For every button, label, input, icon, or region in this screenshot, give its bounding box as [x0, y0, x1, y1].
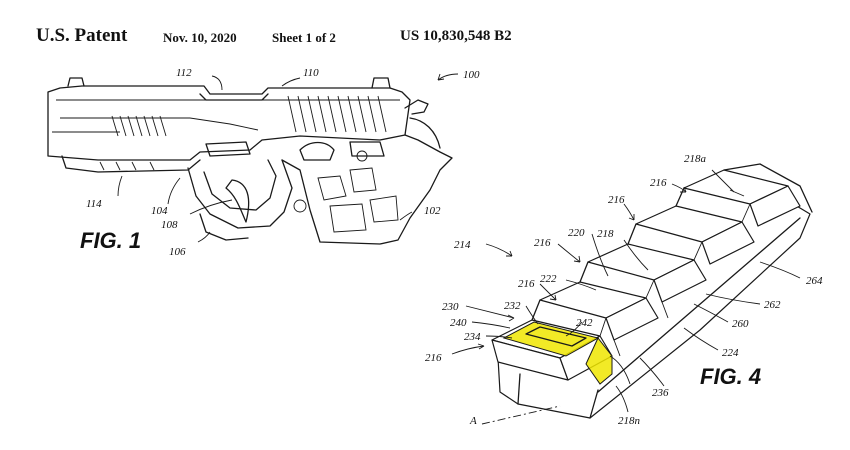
ref-218n: 218n	[618, 415, 641, 427]
ref-216-b: 216	[608, 194, 625, 206]
ref-264: 264	[806, 275, 823, 287]
ref-232: 232	[504, 300, 521, 312]
ref-230: 230	[442, 301, 459, 313]
ref-108: 108	[161, 219, 178, 231]
ref-260: 260	[732, 318, 749, 330]
fig4-label: FIG. 4	[700, 364, 761, 389]
ref-218a: 218a	[684, 153, 707, 165]
ref-220: 220	[568, 227, 585, 239]
ref-216-e: 216	[425, 352, 442, 364]
fig1-leaders	[118, 74, 458, 242]
ref-102: 102	[424, 205, 441, 217]
ref-236: 236	[652, 387, 669, 399]
ref-218: 218	[597, 228, 614, 240]
ref-112: 112	[176, 67, 192, 79]
ref-216-c: 216	[534, 237, 551, 249]
ref-106: 106	[169, 246, 186, 258]
ref-104: 104	[151, 205, 168, 217]
fig1-pistol	[48, 78, 452, 244]
axis-a-line	[482, 406, 560, 424]
ref-114: 114	[86, 198, 102, 210]
ref-262: 262	[764, 299, 781, 311]
ref-216-d: 216	[518, 278, 535, 290]
ref-110: 110	[303, 67, 319, 79]
fig1-label: FIG. 1	[80, 228, 141, 253]
ref-224: 224	[722, 347, 739, 359]
ref-242: 242	[576, 317, 593, 329]
ref-240: 240	[450, 317, 467, 329]
ref-100: 100	[463, 69, 480, 81]
ref-214: 214	[454, 239, 471, 251]
fig4-rail	[482, 164, 812, 424]
ref-234: 234	[464, 331, 481, 343]
ref-axis-a: A	[469, 415, 477, 427]
ref-222: 222	[540, 273, 557, 285]
ref-216-top: 216	[650, 177, 667, 189]
